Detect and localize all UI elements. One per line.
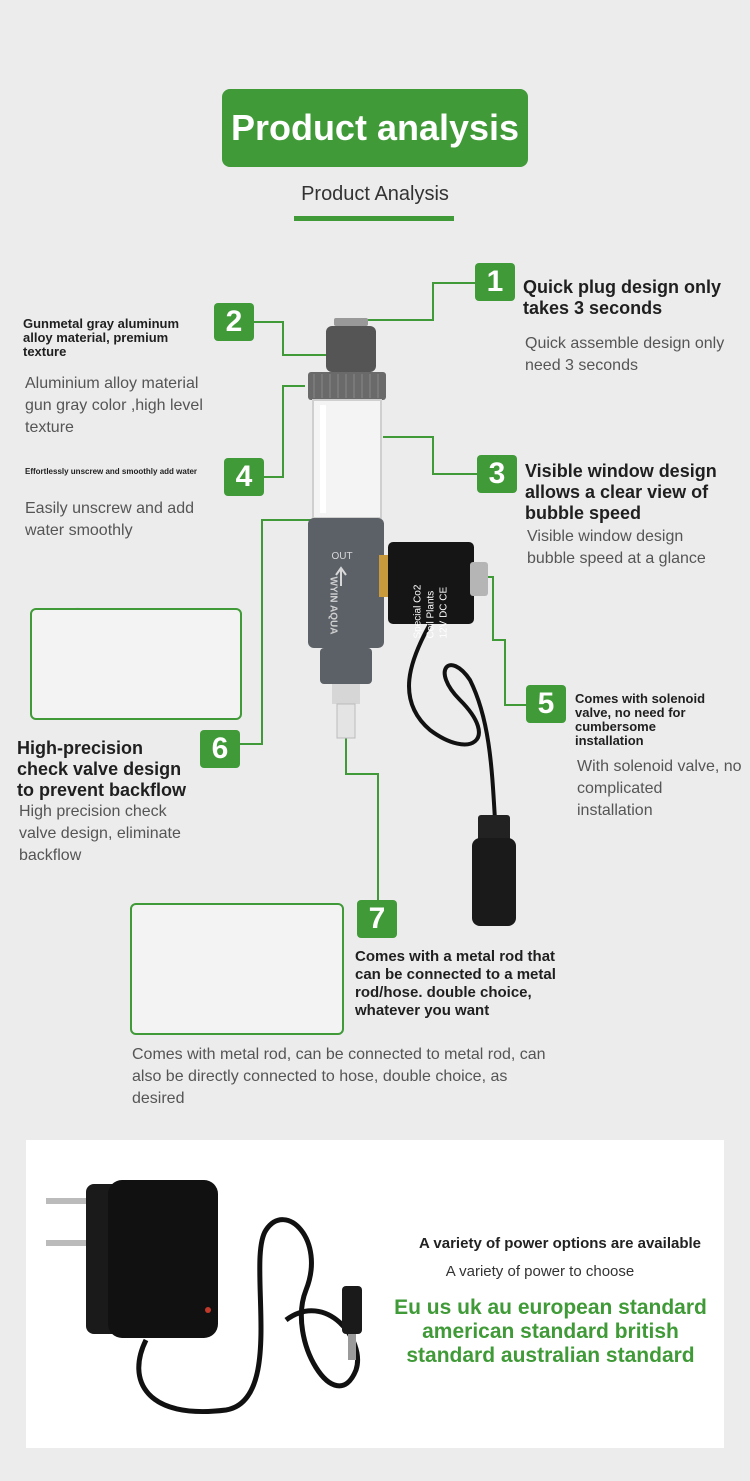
feature-7-heading: Comes with a metal rod that can be conne…: [355, 948, 556, 1019]
feature-badge-7: 7: [357, 900, 397, 938]
feature-6-heading: High-precision check valve design to pre…: [17, 738, 187, 800]
out-label: OUT: [331, 551, 353, 562]
power-heading: A variety of power options are available: [418, 1235, 702, 1252]
feature-4-heading: Effortlessly unscrew and smoothly add wa…: [25, 467, 198, 476]
feature-2-desc: Aluminium alloy material gun gray color …: [25, 375, 203, 436]
feature-3-desc: Visible window design bubble speed at a …: [527, 528, 706, 567]
feature-5-desc: With solenoid valve, no complicated inst…: [577, 758, 742, 819]
feature-6-desc: High precision check valve design, elimi…: [19, 803, 181, 864]
feature-badge-6: 6: [200, 730, 240, 768]
feature-4-desc: Easily unscrew and add water smoothly: [25, 500, 194, 539]
feature-badge-4: 4: [224, 458, 264, 496]
feature-badge-3: 3: [477, 455, 517, 493]
metal-rod-inset-image: [130, 903, 344, 1035]
power-desc: A variety of power to choose: [445, 1263, 635, 1280]
page-subtitle: Product Analysis: [301, 183, 449, 205]
power-standards: Eu us uk au european standard american s…: [394, 1296, 707, 1367]
feature-badge-2: 2: [214, 303, 254, 341]
feature-7-desc: Comes with metal rod, can be connected t…: [132, 1046, 546, 1107]
feature-5-heading: Comes with solenoid valve, no need for c…: [575, 691, 706, 748]
feature-3-heading: Visible window design allows a clear vie…: [525, 461, 717, 523]
brand-label: WYIN AQUA: [327, 576, 339, 635]
feature-2-heading: Gunmetal gray aluminum alloy material, p…: [23, 316, 180, 359]
feature-badge-1: 1: [475, 263, 515, 301]
solenoid-label: Special Co2 Coil Plants 12V DC CE: [412, 584, 450, 639]
feature-1-heading: Quick plug design only takes 3 seconds: [523, 277, 722, 318]
feature-badge-5: 5: [526, 685, 566, 723]
power-adapter-image: [46, 1180, 362, 1414]
check-valve-inset-image: [30, 608, 242, 720]
feature-1-desc: Quick assemble design only need 3 second…: [525, 335, 725, 374]
page-title: Product analysis: [222, 89, 528, 167]
subtitle-underline: [294, 216, 454, 221]
power-options-card: [26, 1140, 724, 1448]
